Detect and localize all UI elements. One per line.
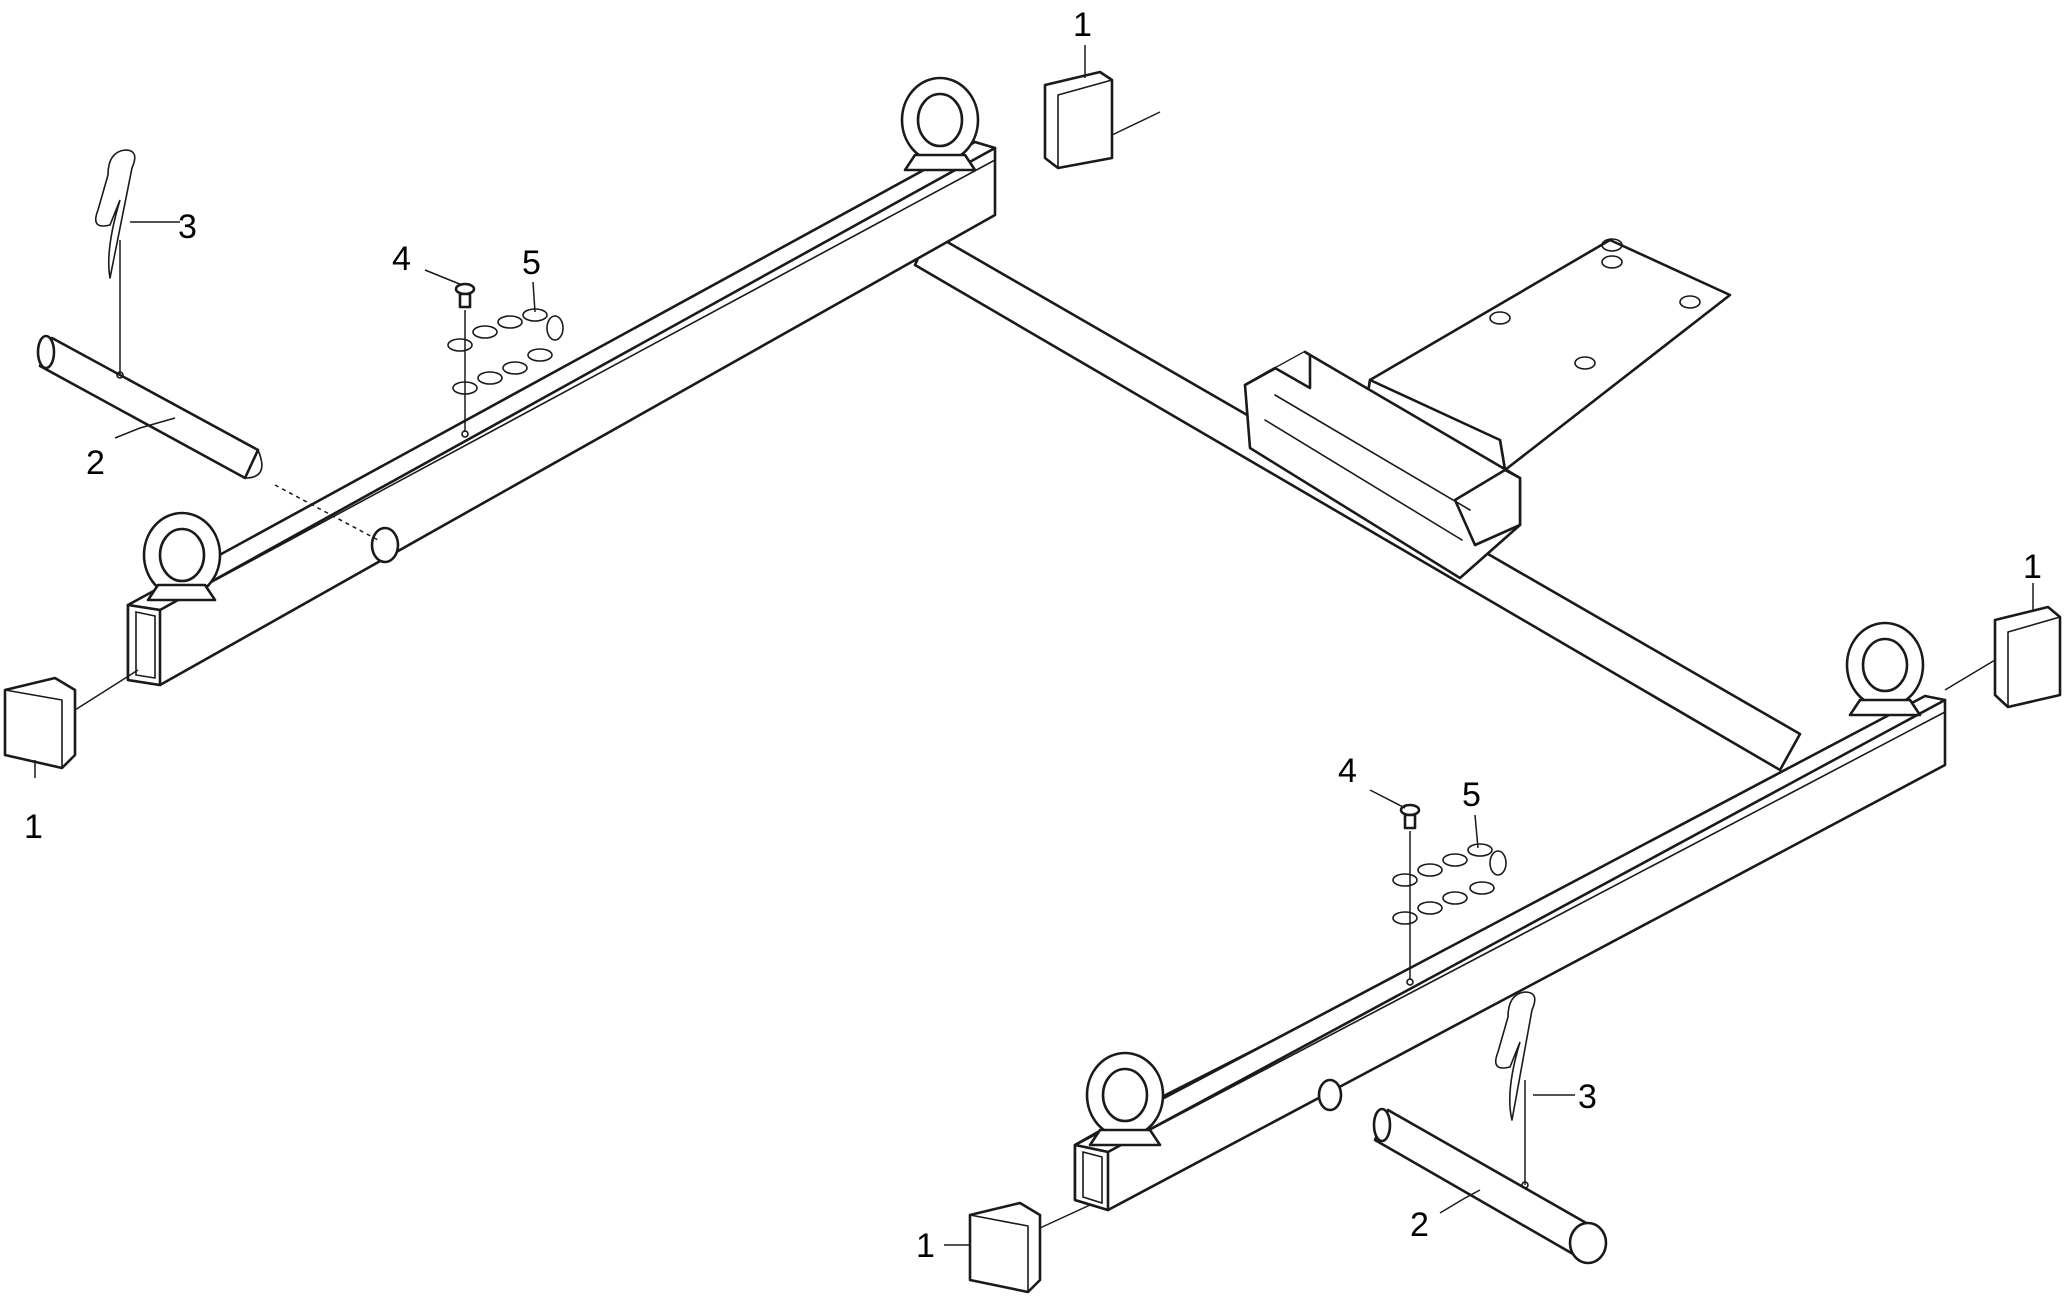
end-cap-bottom [968, 1201, 1042, 1294]
chain-left [447, 308, 564, 395]
callout-3-left: 3 [178, 208, 197, 246]
left-beam [126, 140, 997, 687]
callout-4-right: 4 [1338, 752, 1357, 790]
tube-clamp [1243, 350, 1522, 580]
callout-5-right: 5 [1462, 776, 1481, 814]
callout-1-left: 1 [24, 808, 43, 846]
eye-bolt-left [142, 511, 222, 602]
callouts: 1 1 1 1 2 2 3 3 4 4 5 5 [24, 6, 2042, 1265]
end-cap-top-right [1043, 70, 1114, 170]
end-cap-left [3, 676, 77, 770]
screw-right [1399, 803, 1421, 986]
callout-1-top: 1 [1073, 6, 1092, 44]
callout-1-right: 1 [2023, 548, 2042, 586]
callout-2-left: 2 [86, 444, 105, 482]
callout-1-bottom: 1 [916, 1227, 935, 1265]
pin-left [36, 334, 263, 480]
screw-left [454, 282, 476, 438]
callout-5-left: 5 [522, 244, 541, 282]
callout-3-right: 3 [1578, 1078, 1597, 1116]
callout-2-right: 2 [1410, 1206, 1429, 1244]
pin-right [1372, 1107, 1608, 1265]
hair-pin-clip-left [94, 149, 136, 375]
callout-4-left: 4 [392, 240, 411, 278]
end-cap-right [1993, 605, 2062, 709]
right-beam [1073, 694, 1947, 1212]
chain-right [1392, 843, 1507, 925]
eye-bolt-right [1845, 621, 1925, 717]
eye-bolt-bottom [1085, 1051, 1165, 1147]
leader-lines [34, 45, 2034, 1246]
eye-bolt-top [900, 76, 980, 172]
hair-pin-clip-right [1494, 991, 1536, 1185]
